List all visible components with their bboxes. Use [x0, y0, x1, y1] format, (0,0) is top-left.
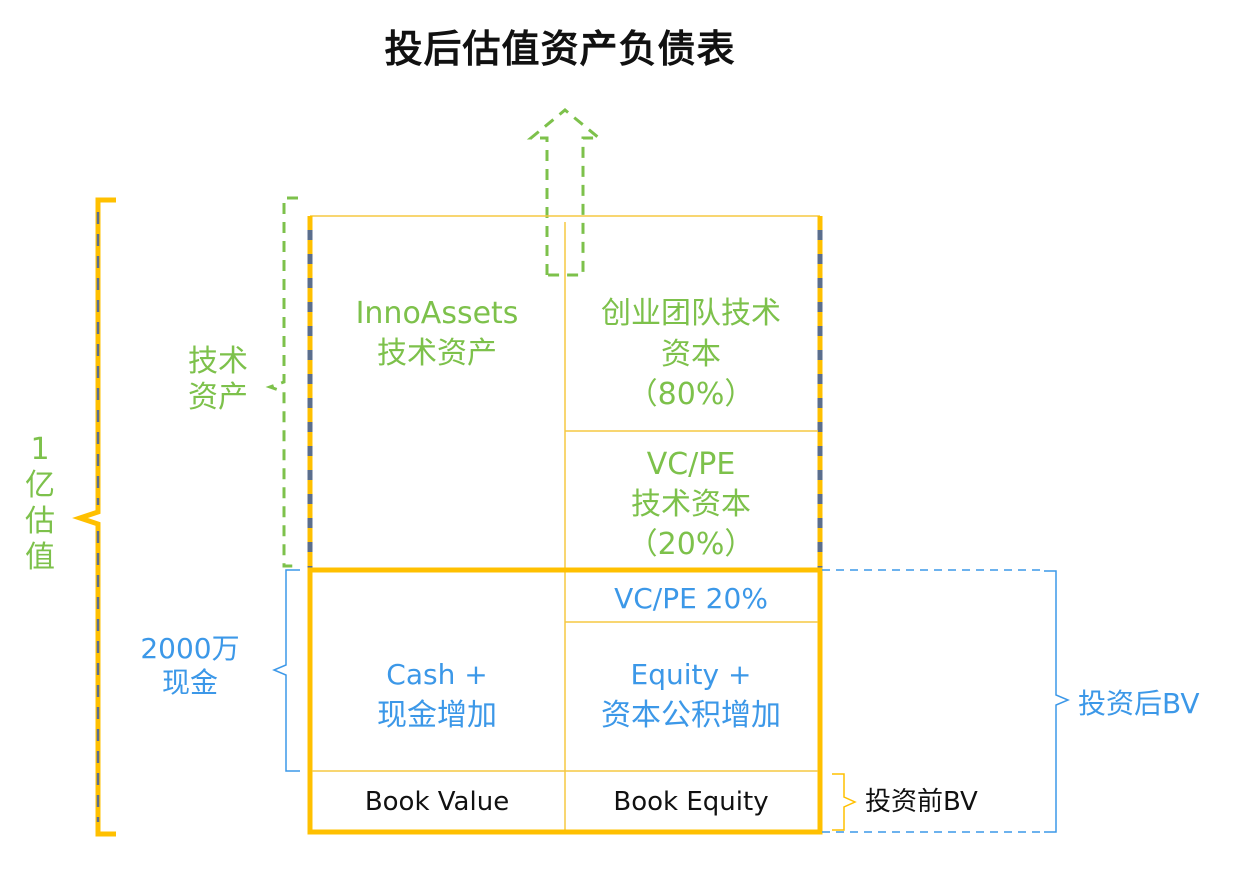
up-arrow-dashed	[526, 108, 604, 277]
vcpe-cash-pct: VC/PE 20%	[614, 582, 768, 615]
cash-increase-line2: 现金增加	[377, 698, 497, 733]
founder-capital-line2: 资本	[661, 337, 721, 372]
valuation-label: 1 亿 估 值	[25, 432, 55, 575]
book-value-cell: Book Value	[364, 787, 510, 817]
vcpe-tech-line2: 技术资本	[631, 487, 751, 522]
cash-amount-label: 2000万 现金	[140, 632, 240, 699]
book-equity-cell: Book Equity	[613, 787, 769, 817]
pre-investment-bv-label: 投资前BV	[865, 787, 978, 817]
pre-bv-brace	[832, 773, 857, 831]
cash-bracket	[272, 569, 300, 772]
equity-increase-line1: Equity +	[630, 658, 752, 691]
inno-assets-title: InnoAssets	[355, 296, 519, 331]
page-title: 投后估值资产负债表	[384, 27, 736, 71]
lower-box	[307, 567, 823, 835]
post-investment-bv-label: 投资后BV	[1078, 687, 1200, 720]
tech-assets-bracket	[265, 196, 298, 568]
founder-capital-pct: （80%）	[627, 377, 755, 412]
equity-increase-line2: 资本公积增加	[601, 698, 781, 733]
founder-capital-line1: 创业团队技术	[601, 296, 781, 331]
post-bv-brace	[1044, 570, 1070, 833]
cash-increase-line1: Cash +	[386, 658, 488, 691]
vcpe-tech-pct: （20%）	[627, 527, 755, 562]
inno-assets-subtitle: 技术资产	[377, 336, 497, 371]
tech-assets-label: 技术 资产	[188, 344, 248, 415]
vcpe-tech-line1: VC/PE	[646, 447, 736, 482]
valuation-brace	[72, 197, 116, 837]
